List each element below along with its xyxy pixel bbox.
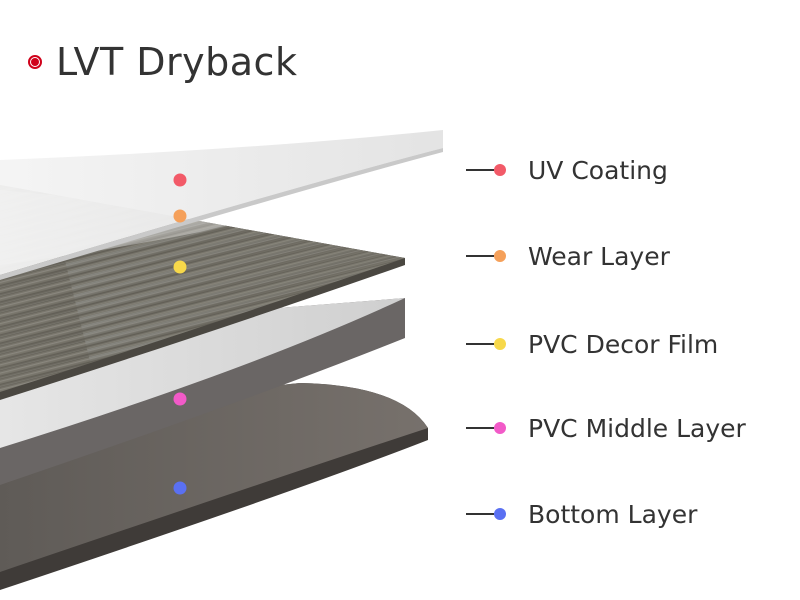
legend-pvc-middle-layer: PVC Middle Layer	[466, 411, 746, 445]
legend-dot-icon	[494, 338, 506, 350]
uv-coating-shape	[0, 130, 443, 280]
pvc-decor-film-marker	[173, 260, 187, 274]
connector-line	[466, 255, 494, 257]
legend-pvc-decor-film: PVC Decor Film	[466, 327, 718, 361]
connector-line	[466, 427, 494, 429]
legend-wear-layer: Wear Layer	[466, 239, 670, 273]
legend-dot-icon	[494, 250, 506, 262]
bullet-icon	[28, 55, 42, 69]
connector-line	[466, 513, 494, 515]
bottom-layer-marker	[173, 481, 187, 495]
legend-label: Bottom Layer	[528, 499, 698, 529]
connector-line	[466, 343, 494, 345]
legend-label: UV Coating	[528, 155, 668, 185]
legend-label: Wear Layer	[528, 241, 670, 271]
wear-layer-marker	[173, 209, 187, 223]
pvc-middle-layer-marker	[173, 392, 187, 406]
legend-dot-icon	[494, 422, 506, 434]
title-bar: LVT Dryback	[28, 36, 297, 88]
legend-label: PVC Decor Film	[528, 329, 719, 359]
legend-bottom-layer: Bottom Layer	[466, 497, 697, 531]
legend-uv-coating: UV Coating	[466, 153, 668, 187]
page-title: LVT Dryback	[56, 40, 298, 84]
legend-dot-icon	[494, 508, 506, 520]
uv-coating-marker	[173, 173, 187, 187]
legend-label: PVC Middle Layer	[528, 413, 746, 443]
connector-line	[466, 169, 494, 171]
legend-dot-icon	[494, 164, 506, 176]
